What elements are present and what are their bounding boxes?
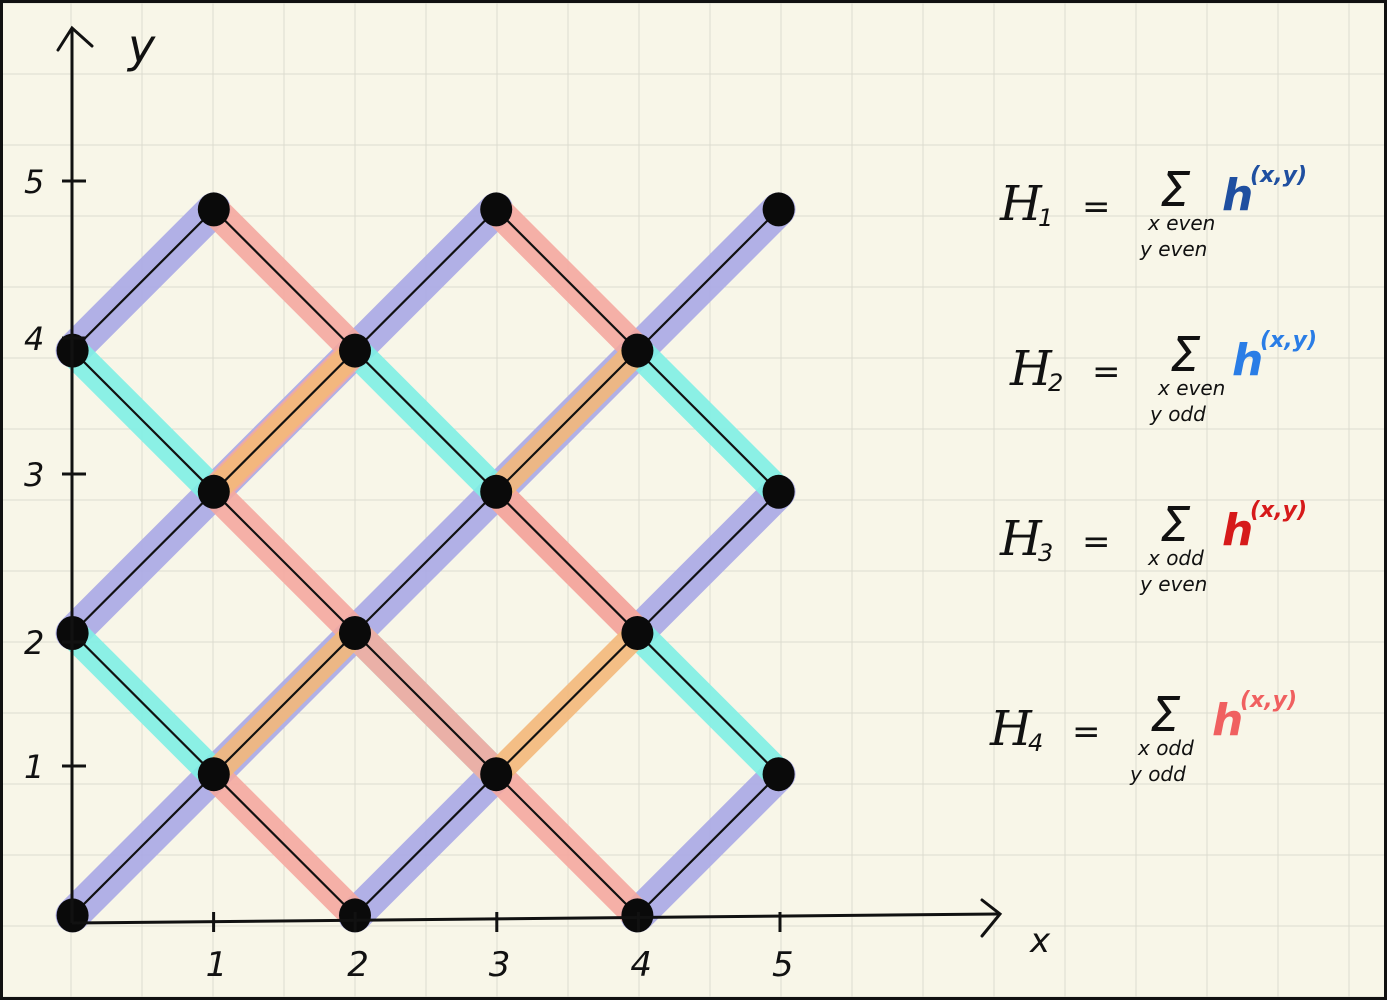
lattice-site	[339, 333, 371, 368]
hamiltonian-symbol: H	[989, 701, 1033, 757]
lattice-bond	[495, 349, 639, 493]
x-tick-label: 3	[489, 945, 511, 985]
local-term-superscript: (x,y)	[1240, 688, 1297, 713]
lattice-site	[621, 616, 654, 650]
lattice-bond	[71, 773, 215, 917]
equals-sign: =	[1082, 187, 1111, 227]
equals-sign: =	[1082, 522, 1111, 562]
local-term-superscript: (x,y)	[1250, 163, 1307, 188]
equals-sign: =	[1072, 712, 1101, 752]
x-axis-arrowhead	[980, 898, 1003, 938]
lattice-site	[762, 474, 795, 509]
sum-subscript-x: x odd	[1137, 736, 1194, 760]
y-tick-label: 5	[24, 163, 44, 201]
lattice-bond	[213, 349, 356, 493]
lattice-bond	[636, 349, 780, 493]
lattice-bond	[354, 208, 497, 352]
sum-subscript-y: y even	[1139, 237, 1207, 261]
local-term-superscript: (x,y)	[1260, 328, 1317, 353]
black-bond-layer	[71, 208, 780, 917]
y-tick-label: 3	[24, 456, 44, 494]
x-tick-label: 2	[347, 945, 369, 985]
lattice-bond	[495, 491, 639, 634]
sum-symbol: Σ	[1160, 497, 1191, 553]
lattice-site	[480, 474, 513, 509]
sum-subscript-y: y odd	[1129, 762, 1186, 786]
hamiltonian-index: 1	[1038, 204, 1053, 232]
x-tick-label: 4	[630, 945, 652, 985]
x-tick-label: 1	[206, 945, 228, 985]
y-tick-label: 1	[24, 748, 44, 786]
y-axis-arrowhead	[56, 25, 94, 52]
sum-subscript-y: y odd	[1149, 402, 1206, 426]
y-axis-label: y	[126, 19, 156, 73]
x-axis-label: x	[1029, 921, 1051, 961]
y-ticks: 1 2 3 4 5	[24, 163, 86, 786]
lattice-bond	[636, 632, 780, 775]
sum-subscript-x: x even	[1157, 376, 1225, 400]
lattice-bond	[213, 491, 356, 634]
sum-symbol: Σ	[1150, 687, 1181, 743]
lattice-bond	[213, 632, 356, 775]
lattice-bond	[354, 632, 497, 775]
lattice-bond	[71, 208, 215, 352]
sum-subscript-x: x odd	[1147, 546, 1204, 570]
lattice-site	[762, 757, 795, 792]
equals-sign: =	[1092, 352, 1121, 392]
lattice-bond	[213, 208, 356, 352]
lattice-site	[762, 192, 795, 227]
lattice-bond	[71, 491, 215, 634]
lattice-bond	[495, 632, 639, 775]
lattice-bond	[354, 773, 497, 917]
lattice-site	[197, 192, 230, 227]
lattice-site	[480, 757, 513, 792]
lattice-bond	[71, 349, 215, 493]
lattice-bond	[636, 773, 780, 917]
sum-subscript-y: y even	[1139, 572, 1207, 596]
lattice-bond	[213, 773, 356, 917]
hamiltonian-symbol: H	[999, 511, 1043, 567]
lattice-bond	[71, 632, 215, 775]
local-term-h: h	[1212, 695, 1243, 746]
x-tick-label: 5	[772, 945, 794, 985]
lattice-bond	[636, 491, 780, 634]
axes: x y 1 2 3 4 5 1 2 3 4 5	[24, 19, 1051, 985]
lattice-bond	[354, 349, 497, 493]
sum-symbol: Σ	[1170, 327, 1201, 383]
lattice-site	[197, 474, 230, 509]
local-term-superscript: (x,y)	[1250, 498, 1307, 523]
local-term-h: h	[1222, 170, 1253, 221]
lattice-site	[339, 616, 371, 650]
lattice-bond	[636, 208, 780, 352]
y-tick-label: 4	[24, 320, 44, 358]
x-axis	[71, 912, 999, 925]
lattice-site	[197, 757, 230, 792]
hamiltonian-symbol: H	[1009, 341, 1053, 397]
hamiltonian-index: 4	[1028, 729, 1043, 757]
local-term-h: h	[1222, 505, 1253, 556]
x-ticks: 1 2 3 4 5	[206, 912, 794, 985]
y-tick-label: 2	[24, 624, 44, 662]
sum-symbol: Σ	[1160, 162, 1191, 218]
lattice-bond	[495, 773, 639, 917]
lattice-bond	[354, 491, 497, 634]
sum-subscript-x: x even	[1147, 211, 1215, 235]
local-term-h: h	[1232, 335, 1263, 386]
hamiltonian-index: 2	[1048, 369, 1063, 397]
hamiltonian-symbol: H	[999, 176, 1043, 232]
hamiltonian-index: 3	[1038, 539, 1053, 567]
lattice-site	[621, 333, 654, 368]
lattice-bond	[495, 208, 639, 352]
lattice-site	[480, 192, 513, 227]
